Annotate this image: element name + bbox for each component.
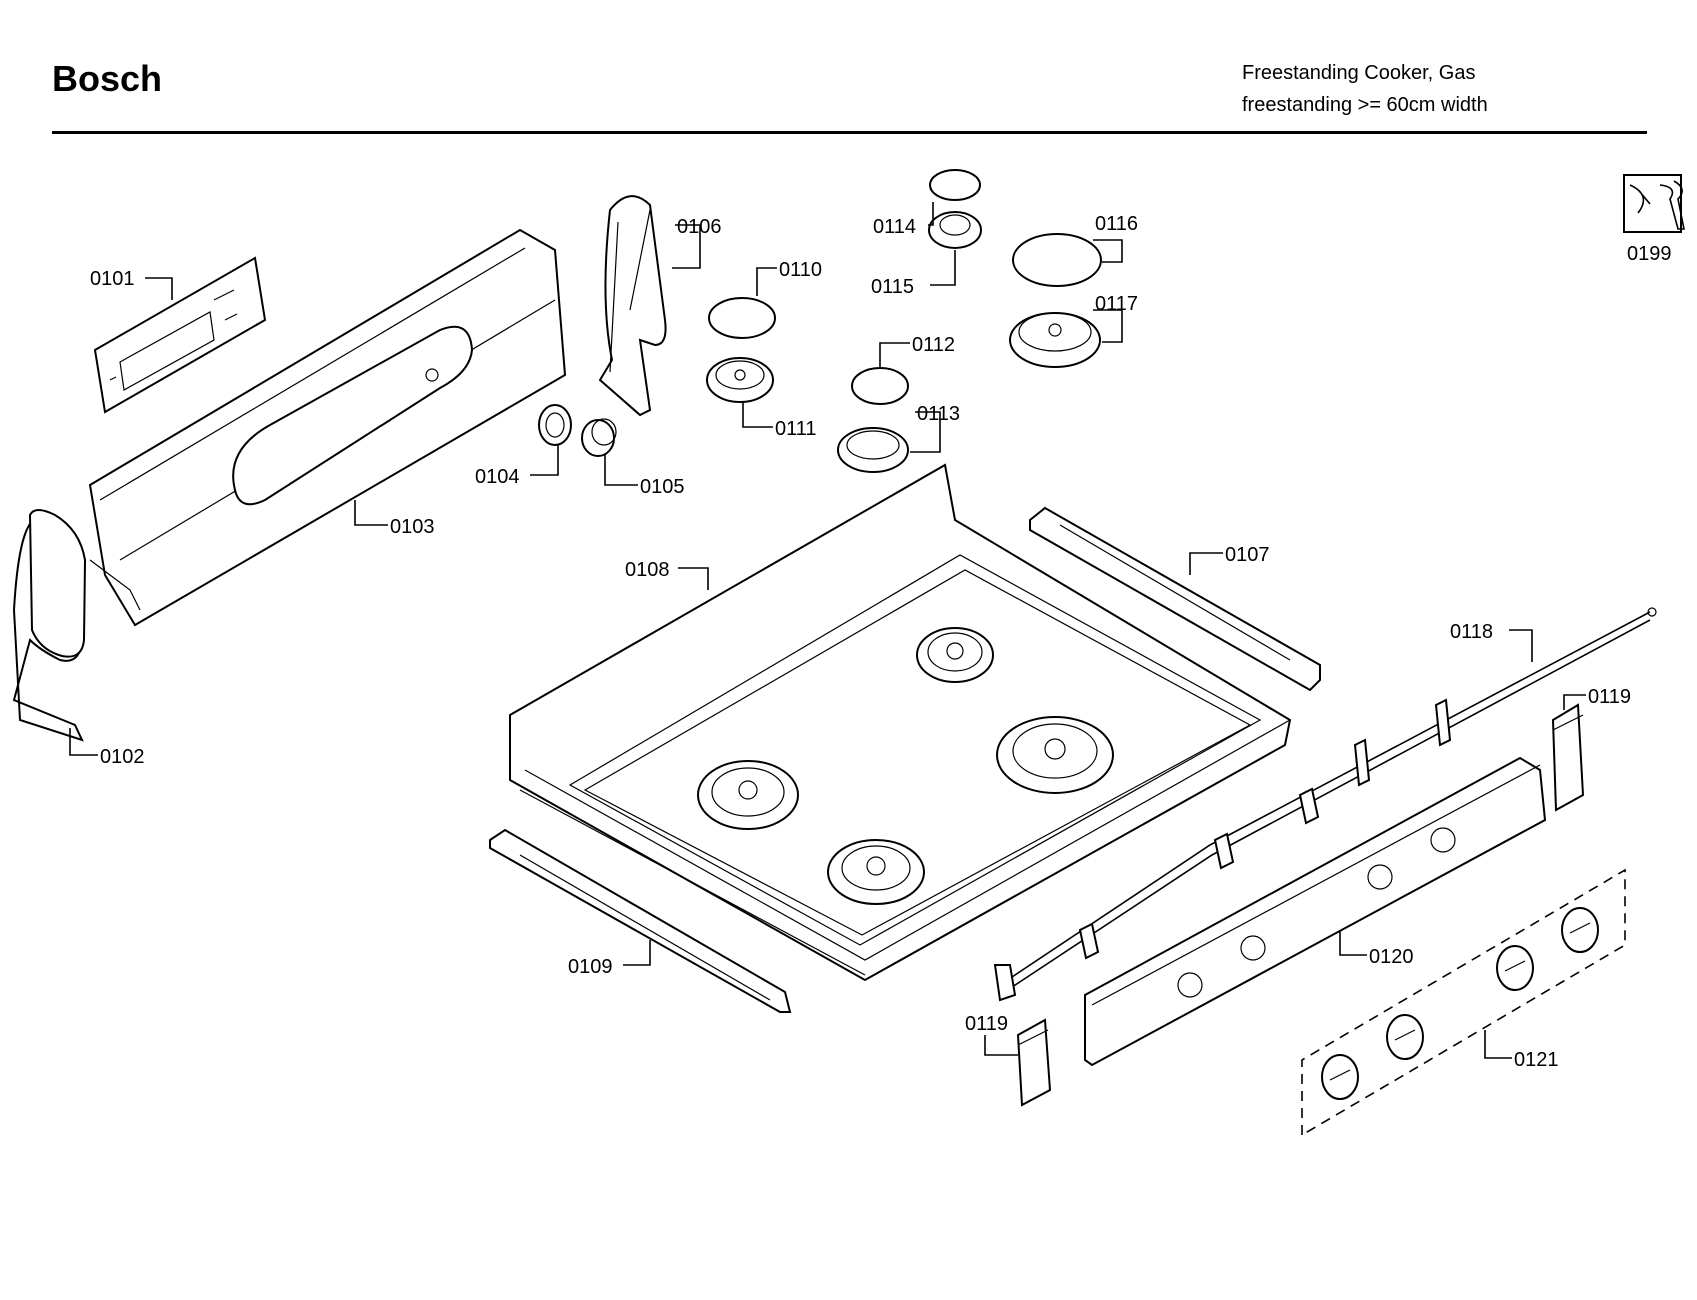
label-0117: 0117 [1095,293,1138,315]
burner-head-auxiliary [928,211,982,249]
label-0106: 0106 [677,216,722,238]
label-0111: 0111 [775,418,817,440]
left-end-cap [12,509,87,742]
knob-set [1301,868,1626,1137]
burner-front-left [697,760,799,830]
burner-cap-small [851,367,909,405]
right-end-cap [598,195,667,417]
burner-back-right [996,716,1114,794]
label-0120: 0120 [1369,946,1414,968]
label-0102: 0102 [100,746,145,768]
burner-cap-auxiliary [929,169,981,201]
burner-cap-large [1012,233,1102,287]
label-0116: 0116 [1095,213,1138,235]
label-0119-right: 0119 [1588,686,1631,708]
label-0118: 0118 [1450,621,1493,643]
label-0115: 0115 [871,276,914,298]
control-knob-2 [1386,1014,1424,1060]
leader-lines [69,202,1586,1059]
tool-icon [1623,174,1685,233]
label-0112: 0112 [912,334,955,356]
control-knob-3 [1496,945,1534,991]
burner-head-medium [706,357,774,403]
label-0113: 0113 [917,403,960,425]
burner-head-large [1009,312,1101,368]
knob [581,418,617,457]
label-0199: 0199 [1627,243,1672,265]
label-0101: 0101 [90,268,135,290]
label-0109: 0109 [568,956,613,978]
control-board [93,256,267,414]
brand-title: Bosch [52,58,163,99]
cooktop [509,463,1292,982]
control-panel [88,228,567,627]
knob-seal [538,404,572,446]
subtitle-line-2: freestanding >= 60cm width [1242,94,1488,116]
bracket-left [1016,1018,1052,1107]
subtitle-line-1: Freestanding Cooker, Gas [1242,62,1476,84]
control-knob-4 [1561,907,1599,953]
label-0110: 0110 [779,259,822,281]
part-labels: 0101 0102 0103 0104 0105 0106 0107 0108 … [90,213,1672,1071]
rear-rail [1029,506,1321,692]
gas-manifold [993,607,1657,1002]
label-0119-left: 0119 [965,1013,1008,1035]
knob-panel [1084,756,1547,1067]
control-knob-1 [1321,1054,1359,1100]
label-0107: 0107 [1225,544,1270,566]
header-divider [52,131,1647,134]
bracket-right [1551,703,1585,812]
label-0103: 0103 [390,516,435,538]
label-0114: 0114 [873,216,916,238]
burner-back-left [916,627,994,683]
burner-head-small [837,427,909,473]
label-0121: 0121 [1514,1049,1559,1071]
burner-front-right [827,839,925,905]
label-0104: 0104 [475,466,520,488]
label-0105: 0105 [640,476,685,498]
front-rail [489,828,792,1013]
burner-cap-medium [708,297,776,339]
label-0108: 0108 [625,559,670,581]
